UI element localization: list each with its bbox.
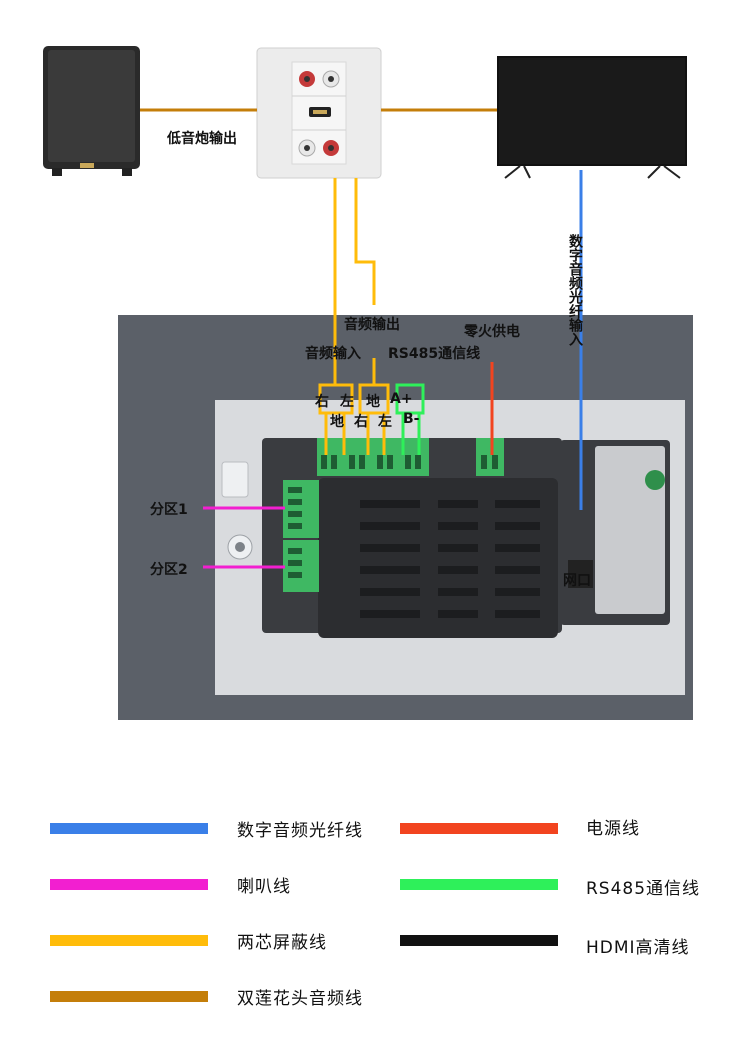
- terminal-label-b-minus: B-: [403, 411, 420, 427]
- legend-label-speaker: 喇叭线: [237, 877, 291, 897]
- top-terminal-blocks: [317, 438, 504, 476]
- power-label: 零火供电: [464, 324, 520, 340]
- optical-input-label: 数字音频光纤输入: [567, 234, 583, 346]
- legend-swatch-optical: [50, 823, 208, 834]
- zone2-label: 分区2: [150, 562, 188, 578]
- legend-swatch-speaker: [50, 879, 208, 890]
- legend-label-shielded: 两芯屏蔽线: [237, 933, 327, 953]
- legend-swatch-rs485: [400, 879, 558, 890]
- legend-label-optical: 数字音频光纤线: [237, 821, 363, 841]
- wiring-diagram: [43, 46, 693, 720]
- wall-av-panel: [256, 47, 382, 179]
- terminal-label-right-1: 右: [315, 394, 329, 410]
- shielded-audio-cables: [318, 178, 390, 455]
- television: [497, 56, 687, 179]
- legend-swatch-hdmi: [400, 935, 558, 946]
- audio-output-label: 音频输出: [344, 317, 400, 333]
- rs485-cable: [395, 383, 425, 455]
- legend-swatch-shielded: [50, 935, 208, 946]
- legend-swatch-power: [400, 823, 558, 834]
- legend-label-rca: 双莲花头音频线: [237, 989, 363, 1009]
- controller-module: [262, 438, 670, 638]
- legend-label-power: 电源线: [586, 819, 640, 839]
- terminal-label-ground-2: 地: [330, 414, 344, 430]
- audio-input-label: 音频输入: [305, 346, 361, 362]
- zone1-label: 分区1: [150, 502, 188, 518]
- terminal-label-ground-1: 地: [366, 394, 380, 410]
- network-port-label: 网口: [563, 573, 591, 589]
- terminal-label-a-plus: A+: [390, 391, 413, 407]
- rs485-label: RS485通信线: [388, 346, 481, 362]
- legend-label-rs485: RS485通信线: [586, 879, 701, 899]
- terminal-label-right-2: 右: [354, 414, 368, 430]
- subwoofer-speaker: [43, 46, 140, 176]
- legend-swatch-rca: [50, 991, 208, 1002]
- terminal-label-left-2: 左: [378, 414, 392, 430]
- legend-label-hdmi: HDMI高清线: [586, 938, 690, 958]
- subwoofer-output-label: 低音炮输出: [167, 131, 237, 147]
- zone-terminal-blocks: [283, 480, 319, 592]
- terminal-label-left-1: 左: [340, 394, 354, 410]
